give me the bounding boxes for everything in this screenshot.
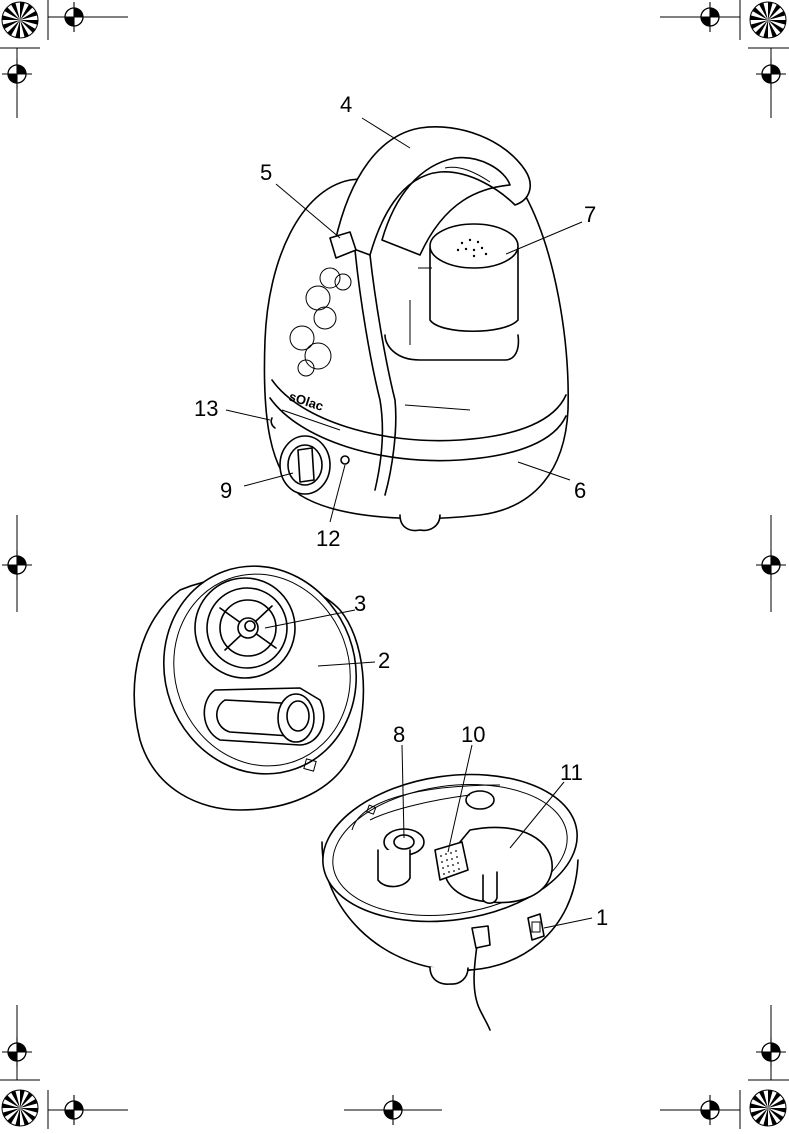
foot: [400, 515, 440, 530]
starburst-mark-icon: [2, 2, 38, 38]
water-tank: [134, 539, 385, 810]
callout-9: 9: [220, 478, 232, 503]
callout-13: 13: [194, 396, 218, 421]
callout-6: 6: [574, 478, 586, 503]
starburst-mark-icon: [750, 2, 786, 38]
callout-12: 12: [316, 526, 340, 551]
mist-nozzle: [430, 224, 518, 331]
callout-4: 4: [340, 92, 352, 117]
callout-1: 1: [596, 905, 608, 930]
starburst-mark-icon: [750, 1090, 786, 1126]
assembled-humidifier: sOlac: [264, 127, 568, 531]
starburst-mark-icon: [2, 1090, 38, 1126]
open-base: [313, 759, 587, 1030]
callout-11: 11: [560, 760, 583, 785]
callout-8: 8: [393, 722, 405, 747]
callout-7: 7: [584, 202, 596, 227]
callout-5: 5: [260, 160, 272, 185]
callout-3: 3: [354, 591, 366, 616]
indicator-light: [341, 456, 349, 464]
callout-2: 2: [378, 648, 390, 673]
callout-10: 10: [461, 722, 485, 747]
tank-cap: [195, 578, 295, 678]
control-knob: [280, 436, 330, 494]
